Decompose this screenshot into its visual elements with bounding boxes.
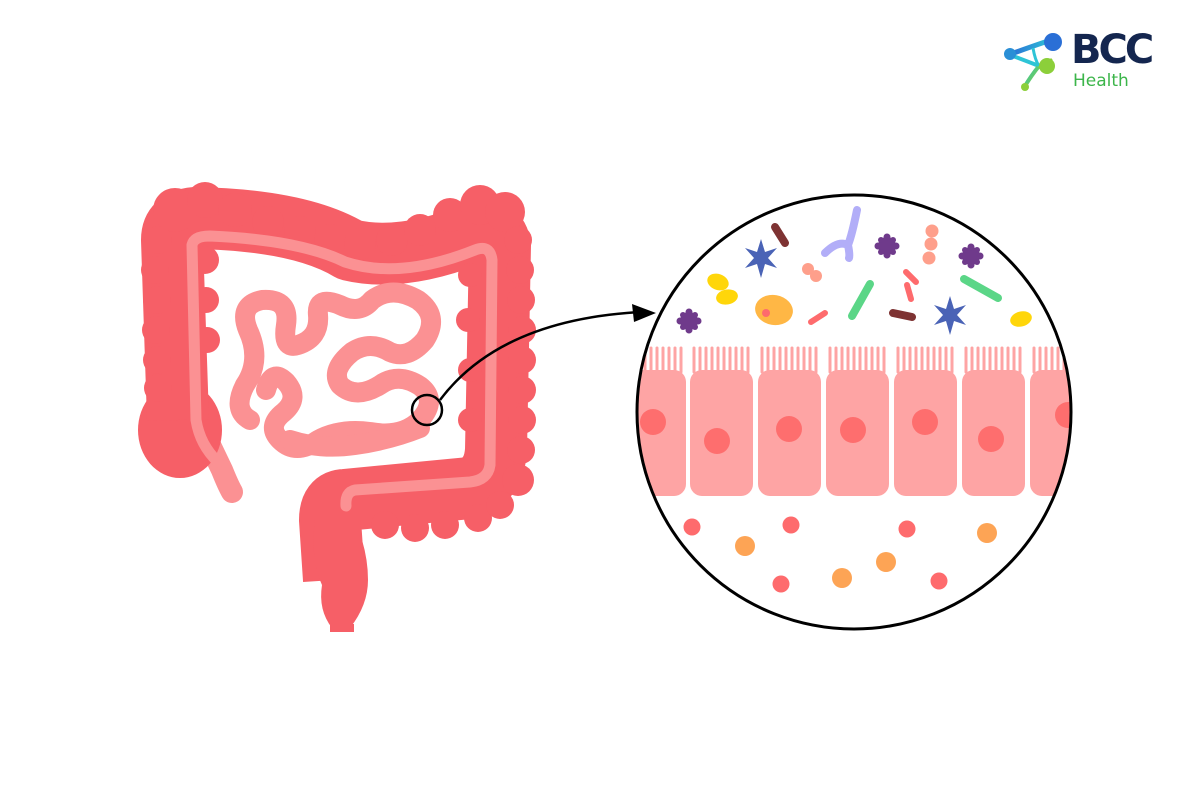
large-intestine: [138, 182, 536, 632]
bcc-health-logo: BCC Health: [1003, 27, 1168, 95]
logo-title: BCC: [1071, 27, 1154, 73]
molecule-network-icon: [1004, 33, 1062, 91]
small-intestine: [229, 282, 442, 458]
star-bacterium-icon: [934, 296, 966, 335]
gut-microbes: [676, 206, 1032, 335]
cell-nuclei: [640, 402, 1071, 454]
blood-particles: [683, 516, 997, 593]
microvilli: [643, 346, 1066, 374]
zoom-connector-arrow: [439, 310, 641, 401]
magnifier-outline: [635, 193, 1073, 631]
arrow-head-icon: [632, 304, 656, 322]
star-bacterium-icon: [745, 239, 777, 278]
magnified-gut-view: [637, 195, 1071, 629]
logo-subtitle: Health: [1073, 71, 1129, 91]
zoom-origin-circle: [410, 393, 444, 427]
